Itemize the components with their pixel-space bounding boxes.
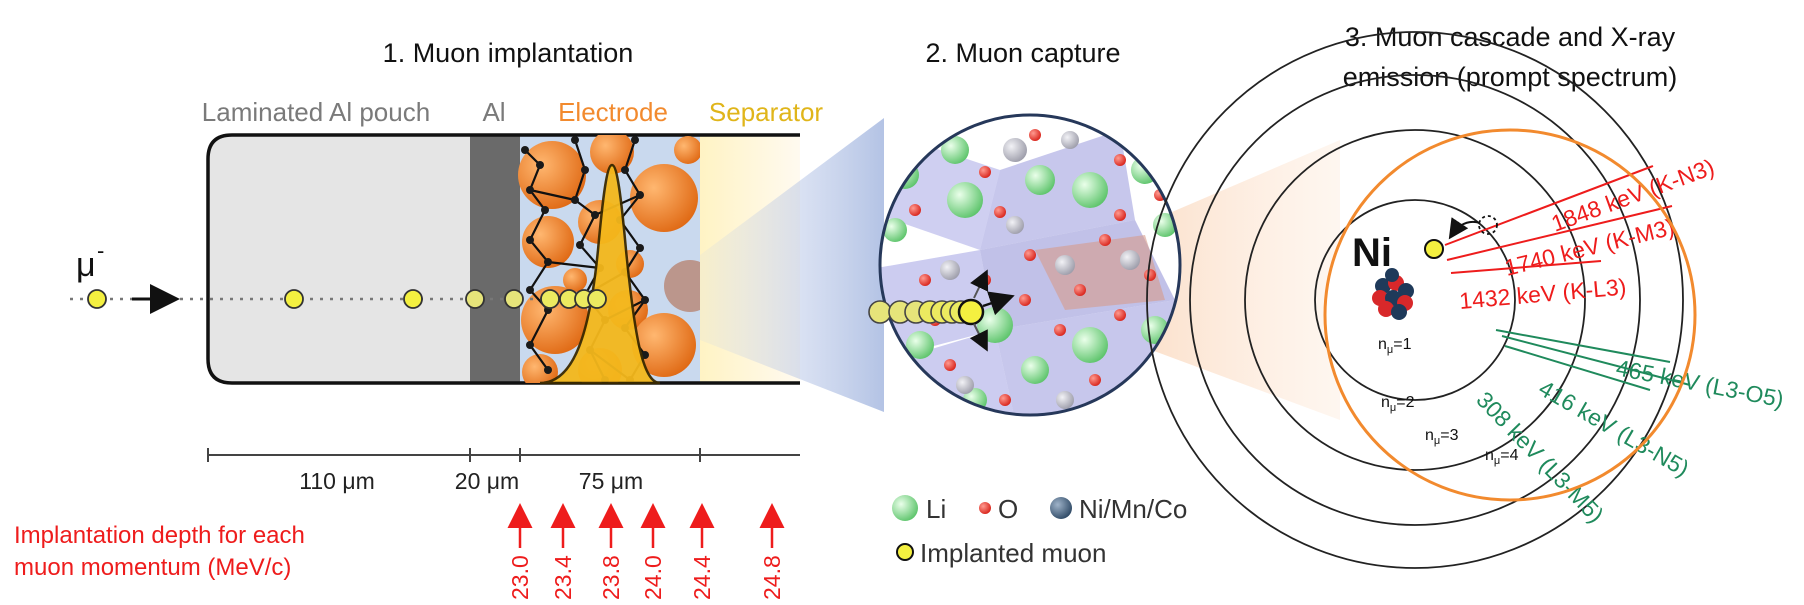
- panel2-title: 2. Muon capture: [925, 38, 1120, 68]
- crystal-circle-border: [878, 113, 1182, 417]
- cascade-arrow: [1448, 217, 1481, 240]
- capture-arrows: [969, 269, 1015, 352]
- legend-tm-label: Ni/Mn/Co: [1079, 494, 1187, 524]
- depth-caption-line2: muon momentum (MeV/c): [14, 554, 291, 581]
- al-label: Al: [482, 97, 505, 127]
- atom-circle-border: [1323, 128, 1697, 502]
- k-series-lines: [1444, 165, 1673, 274]
- level-labels: nμ=1 nμ=2 nμ=3 nμ=4: [1378, 336, 1519, 467]
- al-layer: [470, 135, 520, 383]
- al-thickness: 20 μm: [455, 468, 519, 494]
- electrode-thickness: 75 μm: [579, 468, 643, 494]
- muon-symbol-label: μ -: [76, 238, 104, 284]
- electrode-label: Electrode: [558, 97, 668, 127]
- momentum-label: 23.8: [598, 555, 624, 600]
- momentum-markers: 23.0 23.4 23.8 24.0 24.4 24.8: [507, 503, 785, 600]
- thickness-axis: [207, 448, 800, 462]
- legend-muon-label: Implanted muon: [920, 538, 1106, 568]
- level-label-2: nμ=2: [1381, 394, 1415, 414]
- legend-tm-swatch: [1050, 497, 1072, 519]
- muon-symbol: μ: [76, 246, 96, 284]
- legend: Li O Ni/Mn/Co Implanted muon: [892, 494, 1187, 568]
- pouch-thickness: 110 μm: [299, 468, 374, 494]
- implantation-distribution: [539, 163, 661, 385]
- level-label-4: nμ=4: [1485, 447, 1519, 467]
- level-label-3: nμ=3: [1425, 427, 1459, 447]
- element-symbol: Ni: [1352, 231, 1392, 275]
- zoom-cone-blue: [700, 118, 884, 412]
- cascading-muon: [1424, 239, 1444, 259]
- nucleus-icon: [1372, 268, 1414, 320]
- pouch-label: Laminated Al pouch: [202, 97, 430, 127]
- orbits: [1146, 31, 1684, 569]
- momentum-label: 23.0: [507, 555, 533, 600]
- muon-charge: -: [97, 238, 104, 263]
- legend-li-label: Li: [926, 494, 946, 524]
- legend-o-label: O: [998, 494, 1018, 524]
- momentum-label: 24.4: [689, 555, 715, 600]
- momentum-label: 24.8: [759, 555, 785, 600]
- momentum-label: 24.0: [640, 555, 666, 600]
- panel3-title-line2: emission (prompt spectrum): [1343, 62, 1678, 92]
- legend-o-swatch: [979, 502, 991, 514]
- muon-stopping-track: [868, 298, 985, 326]
- legend-muon-swatch: [896, 543, 914, 561]
- l-series-lines: [1495, 329, 1691, 391]
- panel3-title-line1: 3. Muon cascade and X-ray: [1345, 22, 1676, 52]
- separator-label: Separator: [709, 97, 824, 127]
- cell-outline: [206, 133, 800, 385]
- muon-previous-position: [1478, 215, 1498, 235]
- panel1-title: 1. Muon implantation: [383, 38, 634, 68]
- pouch-layer: [208, 135, 470, 383]
- level-label-1: nμ=1: [1378, 336, 1412, 356]
- depth-caption-line1: Implantation depth for each: [14, 522, 305, 549]
- momentum-label: 23.4: [550, 555, 576, 600]
- muons-in-flight: [87, 289, 607, 309]
- legend-li-swatch: [892, 495, 918, 521]
